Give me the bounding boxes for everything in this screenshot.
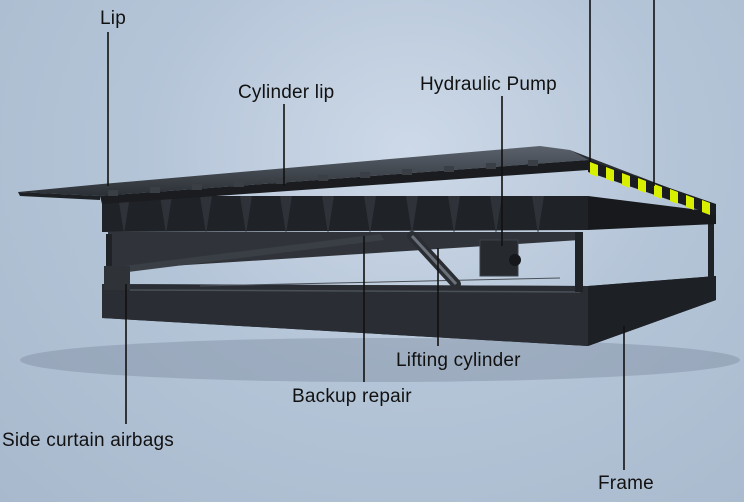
label-hydraulic-pump: Hydraulic Pump <box>420 74 557 95</box>
deck-side-skirt <box>588 196 716 230</box>
safety-stripe <box>588 160 716 216</box>
lifting-cylinder <box>407 231 461 289</box>
floor-shadow <box>20 338 740 382</box>
label-cylinder-lip: Cylinder lip <box>238 82 335 103</box>
label-side-curtain-airbags: Side curtain airbags <box>2 430 174 451</box>
label-lip: Lip <box>100 8 126 29</box>
leader-lines <box>107 0 655 470</box>
lip-hinge <box>108 160 538 196</box>
hydraulic-pump <box>479 239 521 277</box>
deck-beams <box>118 196 544 234</box>
support-arms <box>106 222 714 292</box>
label-backup-repair: Backup repair <box>292 386 412 407</box>
label-lifting-cylinder: Lifting cylinder <box>396 350 521 371</box>
base-frame <box>102 276 716 346</box>
deck-front-skirt <box>102 196 588 232</box>
label-frame: Frame <box>598 473 654 494</box>
